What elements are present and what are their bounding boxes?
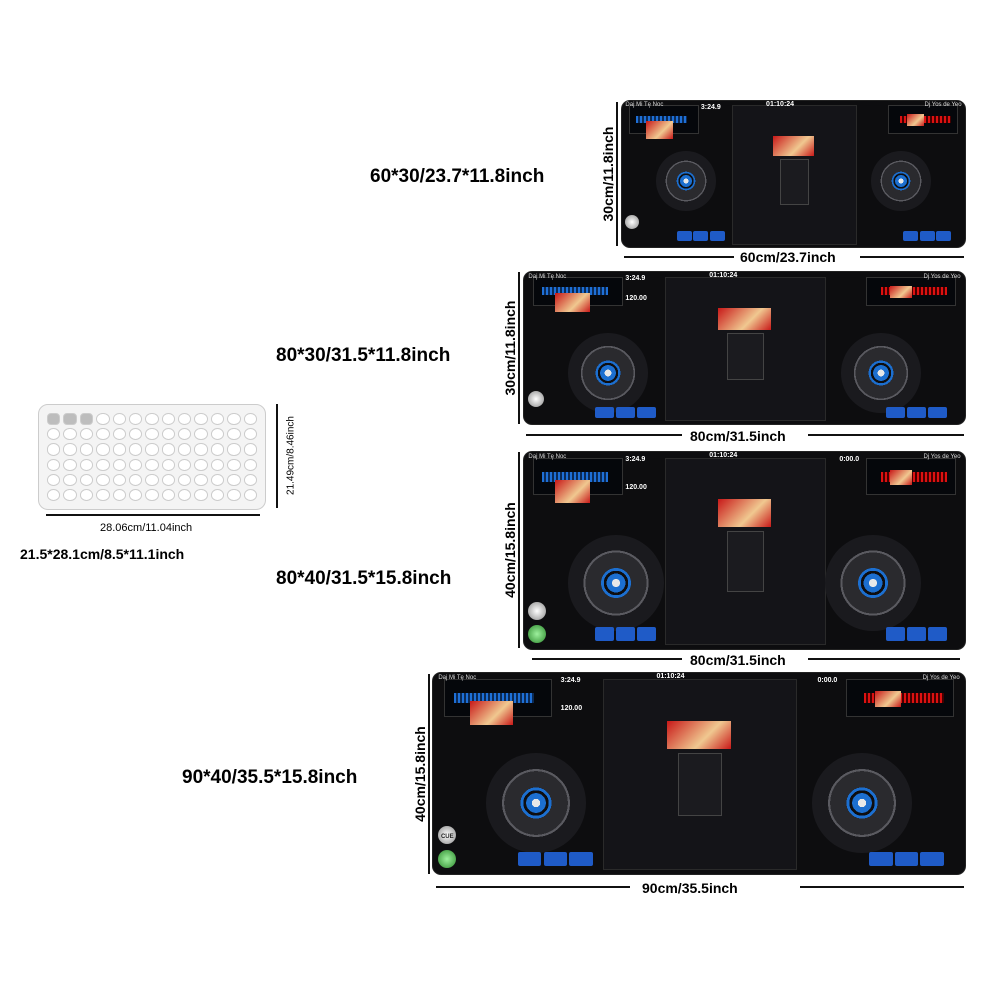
- pad4-height-label: 40cm/15.8inch: [412, 726, 428, 822]
- pad1-width-line-left: [624, 256, 734, 258]
- pad3-size-label: 80*40/31.5*15.8inch: [276, 568, 452, 589]
- pad2-width-label: 80cm/31.5inch: [690, 428, 786, 444]
- pad2-size-label: 80*30/31.5*11.8inch: [276, 345, 451, 366]
- pad4-width-line-left: [436, 886, 630, 888]
- keyboard-width-line: [46, 514, 260, 516]
- pad2-width-line-left: [526, 434, 682, 436]
- pad4-size-label: 90*40/35.5*15.8inch: [182, 767, 358, 788]
- pad2-width-line-right: [808, 434, 964, 436]
- pad1-size-label: 60*30/23.7*11.8inch: [370, 166, 545, 187]
- pad3-height-label: 40cm/15.8inch: [502, 502, 518, 598]
- keyboard-size-label: 21.5*28.1cm/8.5*11.1inch: [20, 546, 185, 562]
- pad1-height-label: 30cm/11.8inch: [600, 126, 616, 222]
- keyboard-height-line: [276, 404, 278, 508]
- pad1-mousepad: Daj Mi Tę Noc Dj Yos de Yeo 3:24.9 01:10…: [622, 101, 965, 247]
- pad3-height-line: [518, 452, 520, 648]
- pad3-mousepad: Daj Mi Tę Noc Dj Yos de Yeo 3:24.9 01:10…: [524, 452, 965, 649]
- pad2-mousepad: Daj Mi Tę Noc Dj Yos de Yeo 3:24.9 01:10…: [524, 272, 965, 424]
- pad4-width-label: 90cm/35.5inch: [642, 880, 738, 896]
- keyboard-keys: [47, 413, 257, 501]
- pad2-height-line: [518, 272, 520, 424]
- pad1-width-line-right: [860, 256, 964, 258]
- pad4-width-line-right: [800, 886, 964, 888]
- keyboard-height-label: 21.49cm/8.46inch: [285, 416, 297, 495]
- keyboard-width-label: 28.06cm/11.04inch: [100, 522, 193, 534]
- pad3-width-label: 80cm/31.5inch: [690, 652, 786, 668]
- pad1-height-line: [616, 102, 618, 246]
- keyboard-illustration: [38, 404, 266, 510]
- pad3-width-line-right: [808, 658, 960, 660]
- pad3-width-line-left: [532, 658, 682, 660]
- pad4-height-line: [428, 674, 430, 874]
- pad4-mousepad: Daj Mi Tę Noc Dj Yos de Yeo 3:24.9 01:10…: [433, 673, 965, 874]
- pad1-width-label: 60cm/23.7inch: [740, 249, 836, 265]
- pad2-height-label: 30cm/11.8inch: [502, 300, 518, 396]
